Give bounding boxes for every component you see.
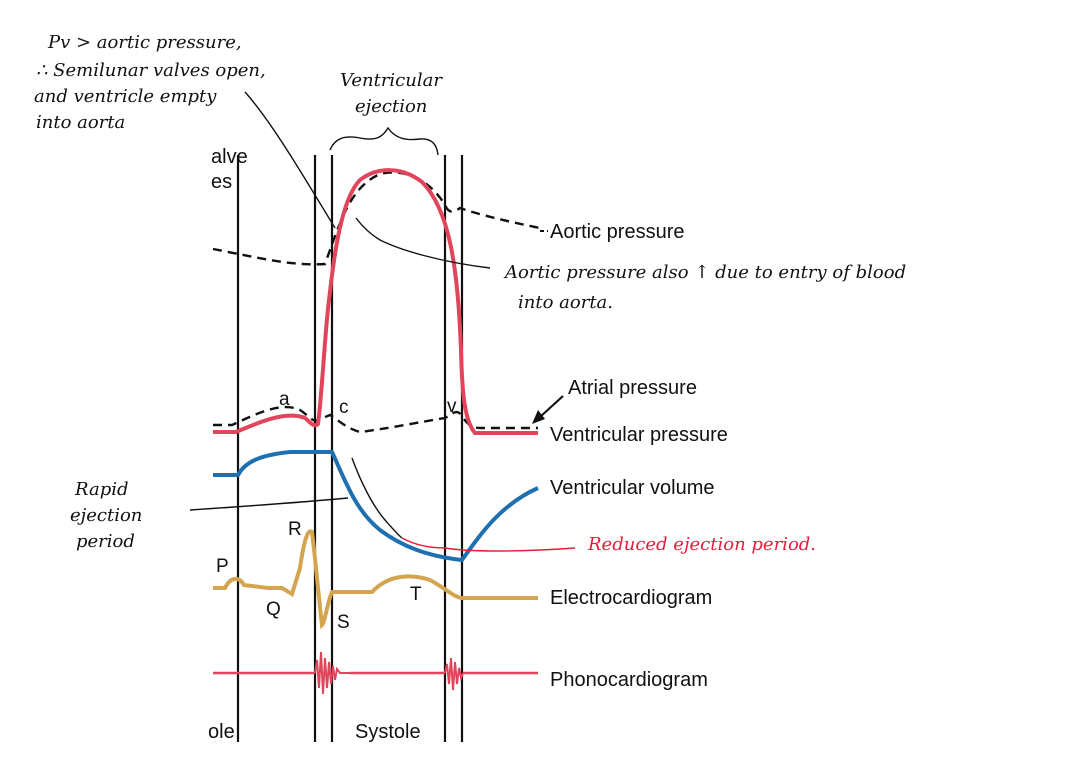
systole-label: Systole — [355, 721, 421, 743]
electrocardiogram-label: Electrocardiogram — [550, 587, 712, 609]
reduced-ejection-note: Reduced ejection period. — [587, 534, 816, 555]
svg-text:and ventricle empty: and ventricle empty — [34, 86, 217, 107]
rapid-ejection-bracket — [351, 457, 403, 539]
svg-text:∴ Semilunar valves open,: ∴ Semilunar valves open, — [36, 60, 266, 81]
reduced-ejection-pointer — [401, 537, 576, 552]
ventricular-volume-curve — [213, 450, 539, 563]
wave-label-s: S — [337, 612, 350, 633]
phonocardiogram-curve — [213, 651, 538, 695]
pressure-note: Pv > aortic pressure, ∴ Semilunar valves… — [34, 32, 266, 133]
svg-text:into aorta.: into aorta. — [518, 292, 613, 313]
ventricular-pressure-curve — [213, 168, 538, 435]
ejection-note: Ventricular ejection — [340, 70, 443, 117]
electrocardiogram-curve — [213, 529, 538, 630]
atrial-pressure-label: Atrial pressure — [568, 377, 697, 399]
cropped-label-es: es — [211, 171, 232, 193]
rapid-ejection-note: Rapid ejection period — [70, 479, 142, 552]
svg-text:ejection: ejection — [355, 96, 427, 117]
ventricular-pressure-label: Ventricular pressure — [550, 424, 728, 446]
wave-label-a: a — [279, 389, 290, 410]
pressure-note-pointer — [244, 91, 336, 229]
svg-text:Ventricular: Ventricular — [340, 70, 443, 91]
aortic-pressure-curve — [212, 171, 541, 266]
svg-text:Aortic pressure also ↑ due to: Aortic pressure also ↑ due to entry of b… — [503, 262, 906, 283]
wave-label-q: Q — [266, 599, 281, 620]
wave-label-v: v — [447, 396, 457, 417]
rapid-ejection-pointer — [189, 497, 349, 511]
cropped-label-ole: ole — [208, 721, 235, 743]
svg-text:ejection: ejection — [70, 505, 142, 526]
svg-text:Pv > aortic pressure,: Pv > aortic pressure, — [47, 32, 242, 53]
aortic-rise-pointer — [355, 217, 491, 269]
ventricular-volume-label: Ventricular volume — [550, 477, 715, 499]
ejection-brace — [329, 126, 439, 156]
aortic-rise-note: Aortic pressure also ↑ due to entry of b… — [503, 262, 906, 313]
phonocardiogram-label: Phonocardiogram — [550, 669, 708, 691]
atrial-pressure-arrow — [532, 395, 564, 424]
wave-label-t: T — [410, 584, 422, 605]
atrial-pressure-curve — [213, 405, 538, 434]
svg-text:period: period — [76, 531, 135, 552]
svg-text:Rapid: Rapid — [74, 479, 129, 500]
wave-label-r: R — [288, 519, 302, 540]
wave-label-p: P — [216, 556, 229, 577]
cropped-label-alve: alve — [211, 146, 248, 168]
aortic-pressure-label: Aortic pressure — [550, 221, 685, 243]
svg-text:into aorta: into aorta — [36, 112, 125, 133]
wave-label-c: c — [339, 397, 349, 418]
